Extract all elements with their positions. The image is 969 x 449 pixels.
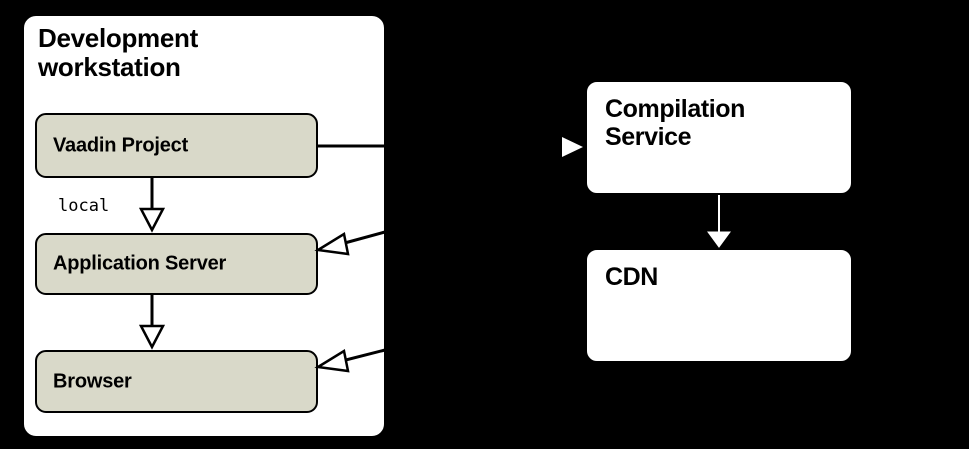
node-compilation-service-label: Compilation Service (605, 95, 746, 151)
panel-title-development-workstation: Development workstation (38, 23, 198, 83)
node-cdn[interactable]: CDN (585, 248, 853, 363)
node-vaadin-project-label: Vaadin Project (53, 134, 189, 156)
node-application-server-label: Application Server (53, 252, 227, 275)
node-browser-label: Browser (53, 370, 132, 392)
node-browser[interactable]: Browser (35, 350, 318, 413)
node-compilation-service[interactable]: Compilation Service (585, 80, 853, 195)
node-vaadin-project[interactable]: Vaadin Project (35, 113, 318, 178)
node-application-server[interactable]: Application Server (35, 233, 318, 295)
edge-compilation-to-cdn (707, 195, 731, 248)
node-cdn-label: CDN (605, 263, 658, 291)
edge-label-local: local (58, 196, 110, 216)
